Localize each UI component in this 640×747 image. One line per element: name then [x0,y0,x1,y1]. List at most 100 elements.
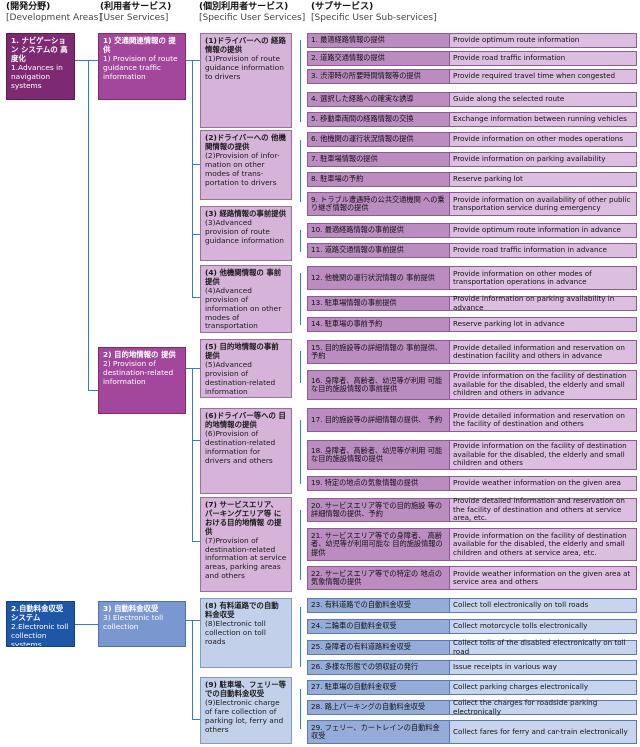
sub-service-row: 2. 道路交通情報の提供 Provide road traffic inform… [307,51,637,66]
connector-spec6-h [192,440,200,441]
sub-service-en: Collect tolls of the disabled electronic… [450,638,637,655]
sub-service-row: 3. 渋滞時の所要時間情報等の提供 Provide required trave… [307,69,637,84]
sub-service-en: Reserve parking lot [450,172,637,187]
sub-service-jp: 25. 身障者の有料道路料金収受 [307,640,450,655]
sub-service-row: 21. サービスエリア等での身障者、 高齢者、幼児等が利用可能な 目的施設情報の… [307,528,637,561]
sub-service-en: Provide information on the facility of d… [450,440,637,470]
sub-service-en: Provide detailed information and reserva… [450,497,637,522]
connector-dev1-h [74,60,98,61]
specific-service-8-en: (8)Electronic toll collection on toll ro… [205,618,266,646]
sub-service-jp: 6. 他機関の運行状況情報の提供 [307,132,450,147]
specific-service-7-jp: (7) サービスエリア、 パーキングエリア等 における目的地情報 の提供 [205,500,282,536]
sub-service-row: 11. 道路交通情報の事前提供 Provide road traffic inf… [307,243,637,258]
sub-service-jp: 21. サービスエリア等での身障者、 高齢者、幼児等が利用可能な 目的施設情報の… [307,528,450,561]
sub-service-jp: 11. 道路交通情報の事前提供 [307,243,450,258]
sub-service-en: Provide information on availability of o… [450,192,637,216]
specific-service-3-en: (3)Advanced provision of route guidance … [205,217,284,245]
sub-service-row: 4. 選択した経路への確実な誘導 Guide along the selecte… [307,92,637,107]
specific-service-1-en: (1)Provision of route guidance informati… [205,53,284,81]
sub-service-en: Provide road traffic information in adva… [450,243,637,258]
sub-service-row: 25. 身障者の有料道路料金収受 Collect tolls of the di… [307,638,637,655]
specific-service-6-en: (6)Provision of destination-related info… [205,428,276,465]
sub-service-jp: 20. サービスエリア等での目的施設 等の詳細情報の提供、予約 [307,498,450,522]
header-dev-en: [Development Areas] [6,13,102,23]
sub-service-jp: 8. 駐車場の予約 [307,172,450,187]
connector-dev2-h [74,624,98,625]
sub-service-jp: 7. 駐車場情報の提供 [307,152,450,167]
header-sub-jp: (サブサービス) [311,2,374,12]
header-specific-en: [Specific User Services] [199,13,306,23]
specific-service-7-en: (7)Provision of destination-related info… [205,535,287,581]
sub-service-row: 28. 路上パーキングの自動料金収受 Collect the charges f… [307,698,637,715]
sub-service-row: 19. 特定の地点の気象情報の提供 Provide weather inform… [307,476,637,491]
sub-service-en: Guide along the selected route [450,92,637,107]
sub-service-row: 12. 他機関の運行状況情報の 事前提供 Provide information… [307,266,637,290]
user-service-destination-info-en: 2) Provision of destination-related info… [103,358,174,386]
sub-service-row: 13. 駐車場情報の事前提供 Provide information on pa… [307,294,637,311]
sub-service-en: Provide detailed information and reserva… [450,340,637,364]
sub-service-jp: 19. 特定の地点の気象情報の提供 [307,476,450,491]
sub-service-row: 5. 移動車両間の経路情報の交換 Exchange information be… [307,112,637,127]
sub-service-en: Collect motorcycle tolls electronically [450,619,637,634]
connector-spec4 [300,273,301,325]
specific-service-4: (4) 他機関情報の 事前提供 (4)Advanced provision of… [200,265,292,333]
sub-service-jp: 1. 最適経路情報の提供 [307,33,450,48]
sub-service-jp: 27. 駐車場の自動料金収受 [307,680,450,695]
sub-service-row: 24. 二輪車の自動料金収受 Collect motorcycle tolls … [307,619,637,634]
development-area-navigation-en: 1.Advances in navigation systems [11,62,63,90]
sub-service-row: 14. 駐車場の事前予約 Reserve parking lot in adva… [307,317,637,332]
sub-service-row: 9. トラブル遭遇時の公共交通機関 への乗り継ぎ情報の提供 Provide in… [307,192,637,216]
sub-service-jp: 10. 最適経路情報の事前提供 [307,223,450,238]
sub-service-jp: 14. 駐車場の事前予約 [307,317,450,332]
specific-service-6-jp: (6)ドライバー等への 目的地情報の提供 [205,411,286,429]
sub-service-jp: 18. 身障者、高齢者、幼児等が利用 可能な目的施設情報の提供 [307,440,450,470]
header-user-jp: (利用者サービス) [100,2,172,12]
specific-service-8-jp: (8) 有料道路での自動 料金収受 [205,601,279,619]
user-service-toll-collection-jp: 3) 自動料金収受 [103,604,159,613]
specific-service-6: (6)ドライバー等への 目的地情報の提供 (6)Provision of des… [200,408,292,494]
sub-service-jp: 23. 有料道路での自動料金収受 [307,598,450,613]
sub-service-jp: 22. サービスエリア等での特定の 地点の気象情報の提供 [307,566,450,590]
header-sub-services: (サブサービス) [Specific User Sub-services] [311,2,437,24]
sub-service-en: Reserve parking lot in advance [450,317,637,332]
sub-service-jp: 17. 目的施設等の詳細情報の提供、 予約 [307,408,450,432]
user-service-toll-collection-en: 3) Electronic toll collection [103,612,164,631]
sub-service-jp: 3. 渋滞時の所要時間情報等の提供 [307,69,450,84]
user-service-toll-collection: 3) 自動料金収受 3) Electronic toll collection [98,601,186,647]
user-service-destination-info: 2) 目的地情報の 提供 2) Provision of destination… [98,347,186,414]
connector-spec5 [300,351,301,383]
sub-service-jp: 29. フェリー、カートレインの自動料金 収受 [307,720,450,744]
sub-service-jp: 28. 路上パーキングの自動料金収受 [307,700,450,715]
sub-service-en: Provide road traffic information [450,51,637,66]
connector-spec4-h [192,297,200,298]
sub-service-en: Provide optimum route information [450,33,637,48]
sub-service-jp: 26. 多様な形態での領収証の発行 [307,660,450,675]
sub-service-row: 1. 最適経路情報の提供 Provide optimum route infor… [307,33,637,48]
connector-spec1 [300,40,301,122]
sub-service-row: 23. 有料道路での自動料金収受 Collect toll electronic… [307,598,637,613]
sub-service-en: Collect parking charges electronically [450,680,637,695]
specific-service-8: (8) 有料道路での自動 料金収受 (8)Electronic toll col… [200,598,292,668]
sub-service-row: 7. 駐車場情報の提供 Provide information on parki… [307,152,637,167]
specific-service-9-en: (9)Electronic charge of fare collection … [205,697,284,734]
specific-service-9: (9) 駐車場、フェリー等 での自動料金収受 (9)Electronic cha… [200,677,292,744]
sub-service-en: Issue receipts in various way [450,660,637,675]
specific-service-5-en: (5)Advanced provision of destination-rel… [205,359,276,396]
sub-service-row: 29. フェリー、カートレインの自動料金 収受 Collect fares fo… [307,720,637,744]
sub-service-en: Provide information on parking availabil… [450,294,637,311]
specific-service-2: (2)ドライバーへの 他機関情報の提供 (2)Provision of info… [200,130,292,200]
connector-spec6 [300,420,301,484]
sub-service-en: Exchange information between running veh… [450,112,637,127]
sub-service-row: 18. 身障者、高齢者、幼児等が利用 可能な目的施設情報の提供 Provide … [307,440,637,470]
header-user-en: [User Services] [100,13,169,23]
specific-service-9-jp: (9) 駐車場、フェリー等 での自動料金収受 [205,680,286,698]
specific-service-4-jp: (4) 他機関情報の 事前提供 [205,268,282,286]
sub-service-jp: 16. 身障者、高齢者、幼児等が利用 可能な目的施設情報の事前提供 [307,370,450,400]
sub-service-en: Provide weather information on the given… [450,476,637,491]
header-specific-jp: (個別利用者サービス) [199,2,289,12]
sub-service-en: Provide required travel time when conges… [450,69,637,84]
sub-service-en: Provide weather information on the given… [450,566,637,590]
connector-user1-h [88,60,98,61]
sub-service-en: Collect fares for ferry and car-train el… [450,720,637,744]
header-development-areas: (開発分野) [Development Areas] [6,2,102,24]
